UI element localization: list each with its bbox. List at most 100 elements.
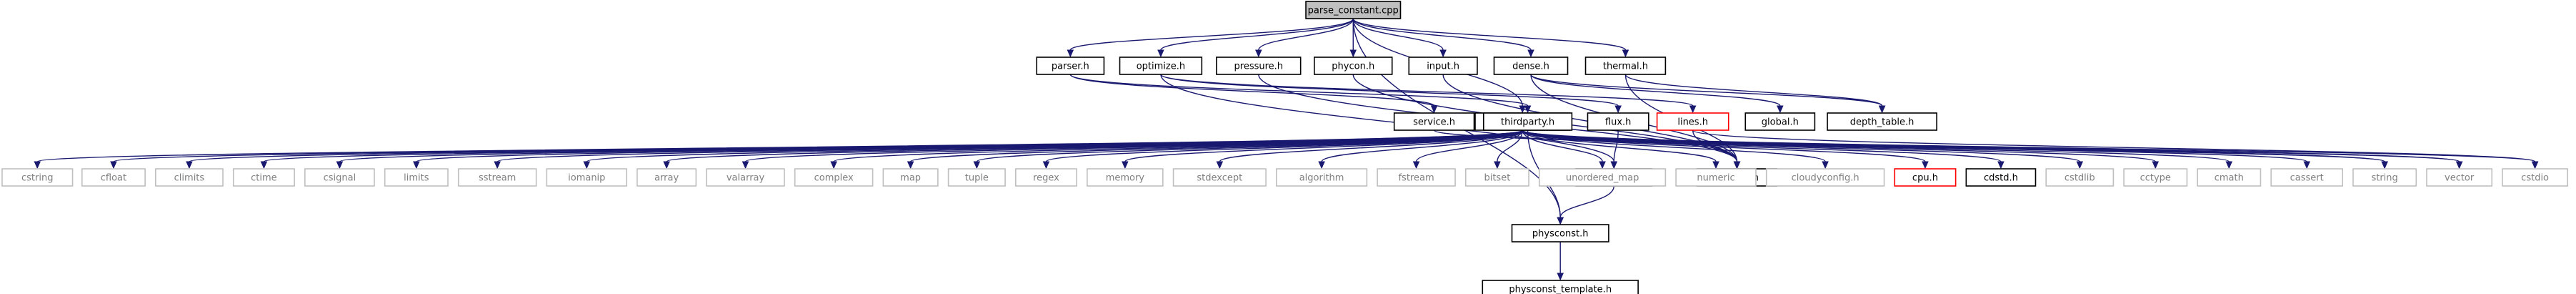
file-node-box (882, 168, 939, 187)
file-node-label: cctype (2140, 173, 2171, 184)
file-node-label: cmath (2215, 173, 2244, 184)
file-node-cfloat: cfloat (81, 168, 146, 187)
file-node-box (304, 168, 375, 187)
file-node-pressure-h[interactable]: pressure.h (1216, 57, 1302, 75)
file-node-label: vector (2445, 173, 2475, 184)
dependency-edge-flux-h-to-energy-h (1610, 129, 1619, 170)
file-node-box (546, 168, 628, 187)
file-node-box (1, 168, 74, 187)
dependency-edge-lines-h-to-cstdio (1692, 129, 2539, 170)
file-node-box (1087, 168, 1164, 187)
file-node-box (1408, 57, 1478, 75)
file-node-cpu-h[interactable]: cpu.h (1894, 168, 1957, 187)
file-node-optimize-h[interactable]: optimize.h (1119, 57, 1203, 75)
dependency-edge-energy-h-to-physconst-h (1557, 185, 1614, 225)
file-node-global-h[interactable]: global.h (1744, 112, 1816, 131)
file-node-phycon-h[interactable]: phycon.h (1313, 57, 1393, 75)
file-node-label: sstream (479, 173, 516, 184)
file-node-cstring: cstring (1, 168, 74, 187)
file-node-lines-h[interactable]: lines.h (1656, 112, 1729, 131)
file-node-label: cstring (21, 173, 53, 184)
file-node-box (1216, 57, 1302, 75)
dependency-edge-cddefines-h-to-fstream (1412, 129, 1523, 170)
dependency-edge-service-h-to-vector (1433, 129, 2463, 170)
file-node-label: unordered_map (1566, 173, 1639, 184)
file-node-regex: regex (1014, 168, 1077, 187)
file-node-cassert: cassert (2270, 168, 2344, 187)
file-node-box (1587, 112, 1649, 131)
dependency-edge-parser-h-to-thirdparty-h (1069, 74, 1532, 114)
file-node-thermal-h[interactable]: thermal.h (1584, 57, 1667, 75)
file-node-box (1305, 1, 1402, 19)
file-node-label: cstdio (2521, 173, 2549, 184)
file-node-label: algorithm (1299, 173, 1344, 184)
dependency-edge-cddefines-h-to-bitset (1494, 129, 1523, 170)
dependency-edge-physconst-h-to-physconst-template-h (1557, 242, 1564, 281)
file-node-unordered-map: unordered_map (1538, 168, 1667, 187)
file-node-vector: vector (2426, 168, 2493, 187)
file-node-label: tuple (965, 173, 989, 184)
file-node-box (155, 168, 224, 187)
file-node-parser-h[interactable]: parser.h (1036, 57, 1105, 75)
file-node-label: depth_table.h (1850, 117, 1914, 128)
file-node-box (794, 168, 874, 187)
dependency-edge-parse-constant-cpp-to-pressure-h (1255, 18, 1354, 58)
dependency-edge-cddefines-h-to-unordered-map (1522, 129, 1606, 170)
file-node-cmath: cmath (2197, 168, 2262, 187)
file-node-iomanip: iomanip (546, 168, 628, 187)
file-node-flux-h[interactable]: flux.h (1587, 112, 1649, 131)
file-node-box (1827, 112, 1937, 131)
file-node-label: input.h (1427, 62, 1459, 72)
file-node-csignal: csignal (304, 168, 375, 187)
file-node-box (384, 168, 449, 187)
file-node-label: numeric (1697, 173, 1734, 184)
file-node-valarray: valarray (706, 168, 785, 187)
dependency-edge-parser-h-to-service-h (1069, 74, 1438, 114)
file-node-box (2197, 168, 2262, 187)
file-node-box (1014, 168, 1077, 187)
file-node-algorithm: algorithm (1276, 168, 1368, 187)
file-node-physconst-template-h[interactable]: physconst_template.h (1482, 280, 1639, 294)
file-node-box (1464, 168, 1529, 187)
file-node-box (2502, 168, 2569, 187)
dependency-edge-thermal-h-to-depth-table-h (1624, 74, 1886, 114)
file-node-box (706, 168, 785, 187)
file-node-complex: complex (794, 168, 874, 187)
dependency-edge-parse-constant-cpp-to-thermal-h (1352, 18, 1629, 58)
dependency-edge-parse-constant-cpp-to-parser-h (1067, 18, 1354, 58)
file-node-label: lines.h (1677, 117, 1708, 128)
file-node-label: cfloat (101, 173, 126, 184)
file-node-label: bitset (1484, 173, 1510, 184)
file-node-label: parse_constant.cpp (1308, 6, 1399, 16)
file-node-label: flux.h (1605, 117, 1632, 128)
file-node-stdexcept: stdexcept (1172, 168, 1267, 187)
file-node-label: map (900, 173, 921, 184)
file-node-label: cpu.h (1912, 173, 1938, 184)
file-node-physconst-h[interactable]: physconst.h (1511, 224, 1609, 242)
file-node-parse-constant-cpp[interactable]: parse_constant.cpp (1305, 1, 1402, 19)
file-node-box (1965, 168, 2037, 187)
dependency-edge-parse-constant-cpp-to-dense-h (1352, 18, 1534, 58)
dependency-edge-parse-constant-cpp-to-input-h (1352, 18, 1447, 58)
file-node-box (2426, 168, 2493, 187)
file-node-label: regex (1033, 173, 1059, 184)
file-node-depth-table-h[interactable]: depth_table.h (1827, 112, 1937, 131)
file-node-cdstd-h[interactable]: cdstd.h (1965, 168, 2037, 187)
file-node-thirdparty-h[interactable]: thirdparty.h (1482, 112, 1573, 131)
dependency-edge-cddefines-h-to-stdexcept (1216, 129, 1523, 170)
file-node-box (81, 168, 146, 187)
file-node-label: thirdparty.h (1501, 117, 1554, 128)
file-node-box (2045, 168, 2115, 187)
file-node-ctime: ctime (232, 168, 295, 187)
file-node-service-h[interactable]: service.h (1393, 112, 1475, 131)
file-node-box (1482, 112, 1573, 131)
file-node-string: string (2352, 168, 2417, 187)
file-node-cstdlib: cstdlib (2045, 168, 2115, 187)
file-node-box (947, 168, 1006, 187)
file-node-box (1036, 57, 1105, 75)
file-node-label: climits (174, 173, 205, 184)
file-node-dense-h[interactable]: dense.h (1493, 57, 1569, 75)
file-node-label: memory (1106, 173, 1145, 184)
file-node-input-h[interactable]: input.h (1408, 57, 1478, 75)
